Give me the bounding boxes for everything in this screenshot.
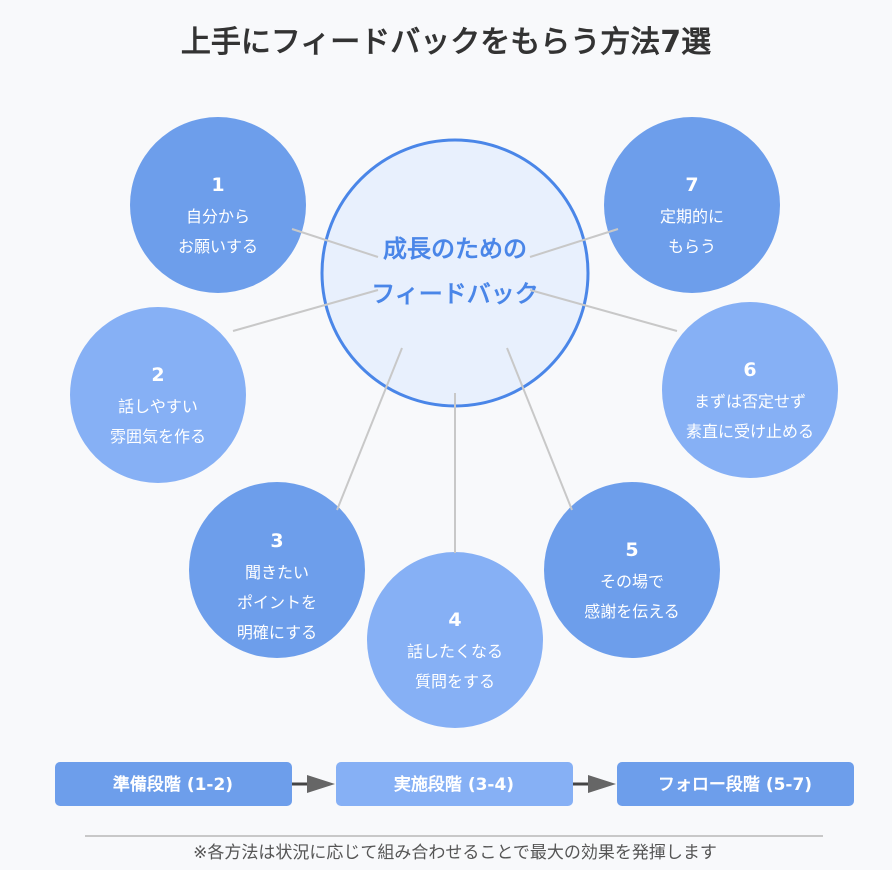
method-circle <box>130 117 306 293</box>
stage-label: 実施段階 (3-4) <box>394 774 514 795</box>
stage-box <box>55 762 292 806</box>
method-label-line: 定期的に <box>660 207 724 226</box>
method-label-line: もらう <box>668 237 716 256</box>
stage-box <box>617 762 854 806</box>
method-label-line: ポイントを <box>237 593 317 612</box>
stage-label: フォロー段階 (5-7) <box>658 774 812 795</box>
method-label-line: 感謝を伝える <box>584 602 680 621</box>
arrow-right-icon <box>588 775 616 793</box>
footnote: ※各方法は状況に応じて組み合わせることで最大の効果を発揮します <box>193 843 717 863</box>
method-label-line: 明確にする <box>237 623 317 642</box>
method-number: 4 <box>448 609 461 631</box>
method-label-line: 素直に受け止める <box>686 422 814 441</box>
method-label-line: 雰囲気を作る <box>110 427 206 446</box>
method-label-line: 話したくなる <box>407 642 503 661</box>
method-circle <box>544 482 720 658</box>
method-number: 1 <box>211 174 224 196</box>
stage-1: 準備段階 (1-2) <box>55 762 292 806</box>
method-number: 3 <box>270 530 283 552</box>
stage-2: 実施段階 (3-4) <box>336 762 573 806</box>
center-circle <box>320 138 590 408</box>
stage-label: 準備段階 (1-2) <box>113 774 233 795</box>
method-label-line: まずは否定せず <box>694 392 806 411</box>
method-label-line: 聞きたい <box>245 563 309 582</box>
center-line-1: 成長のための <box>383 235 527 263</box>
method-circle <box>367 552 543 728</box>
stage-box <box>336 762 573 806</box>
arrow-right-icon <box>307 775 335 793</box>
method-label-line: その場で <box>600 572 664 591</box>
connector-line <box>529 289 678 332</box>
method-circle <box>189 482 365 658</box>
connector-line <box>232 289 379 332</box>
method-number: 6 <box>743 359 756 381</box>
method-number: 2 <box>151 364 164 386</box>
method-label-line: 自分から <box>186 207 250 226</box>
method-label-line: 話しやすい <box>118 397 198 416</box>
method-circle <box>70 307 246 483</box>
method-label-line: 質問をする <box>415 672 495 691</box>
stage-3: フォロー段階 (5-7) <box>617 762 854 806</box>
connector-line <box>291 228 379 258</box>
connector-line <box>336 347 403 511</box>
connector-line <box>506 347 573 511</box>
method-number: 7 <box>685 174 698 196</box>
page-title: 上手にフィードバックをもらう方法7選 <box>181 25 711 60</box>
method-circle <box>604 117 780 293</box>
method-label-line: お願いする <box>178 237 258 256</box>
center-line-2: フィードバック <box>371 280 539 308</box>
method-number: 5 <box>625 539 638 561</box>
method-circle <box>662 302 838 478</box>
connector-line <box>529 228 619 258</box>
